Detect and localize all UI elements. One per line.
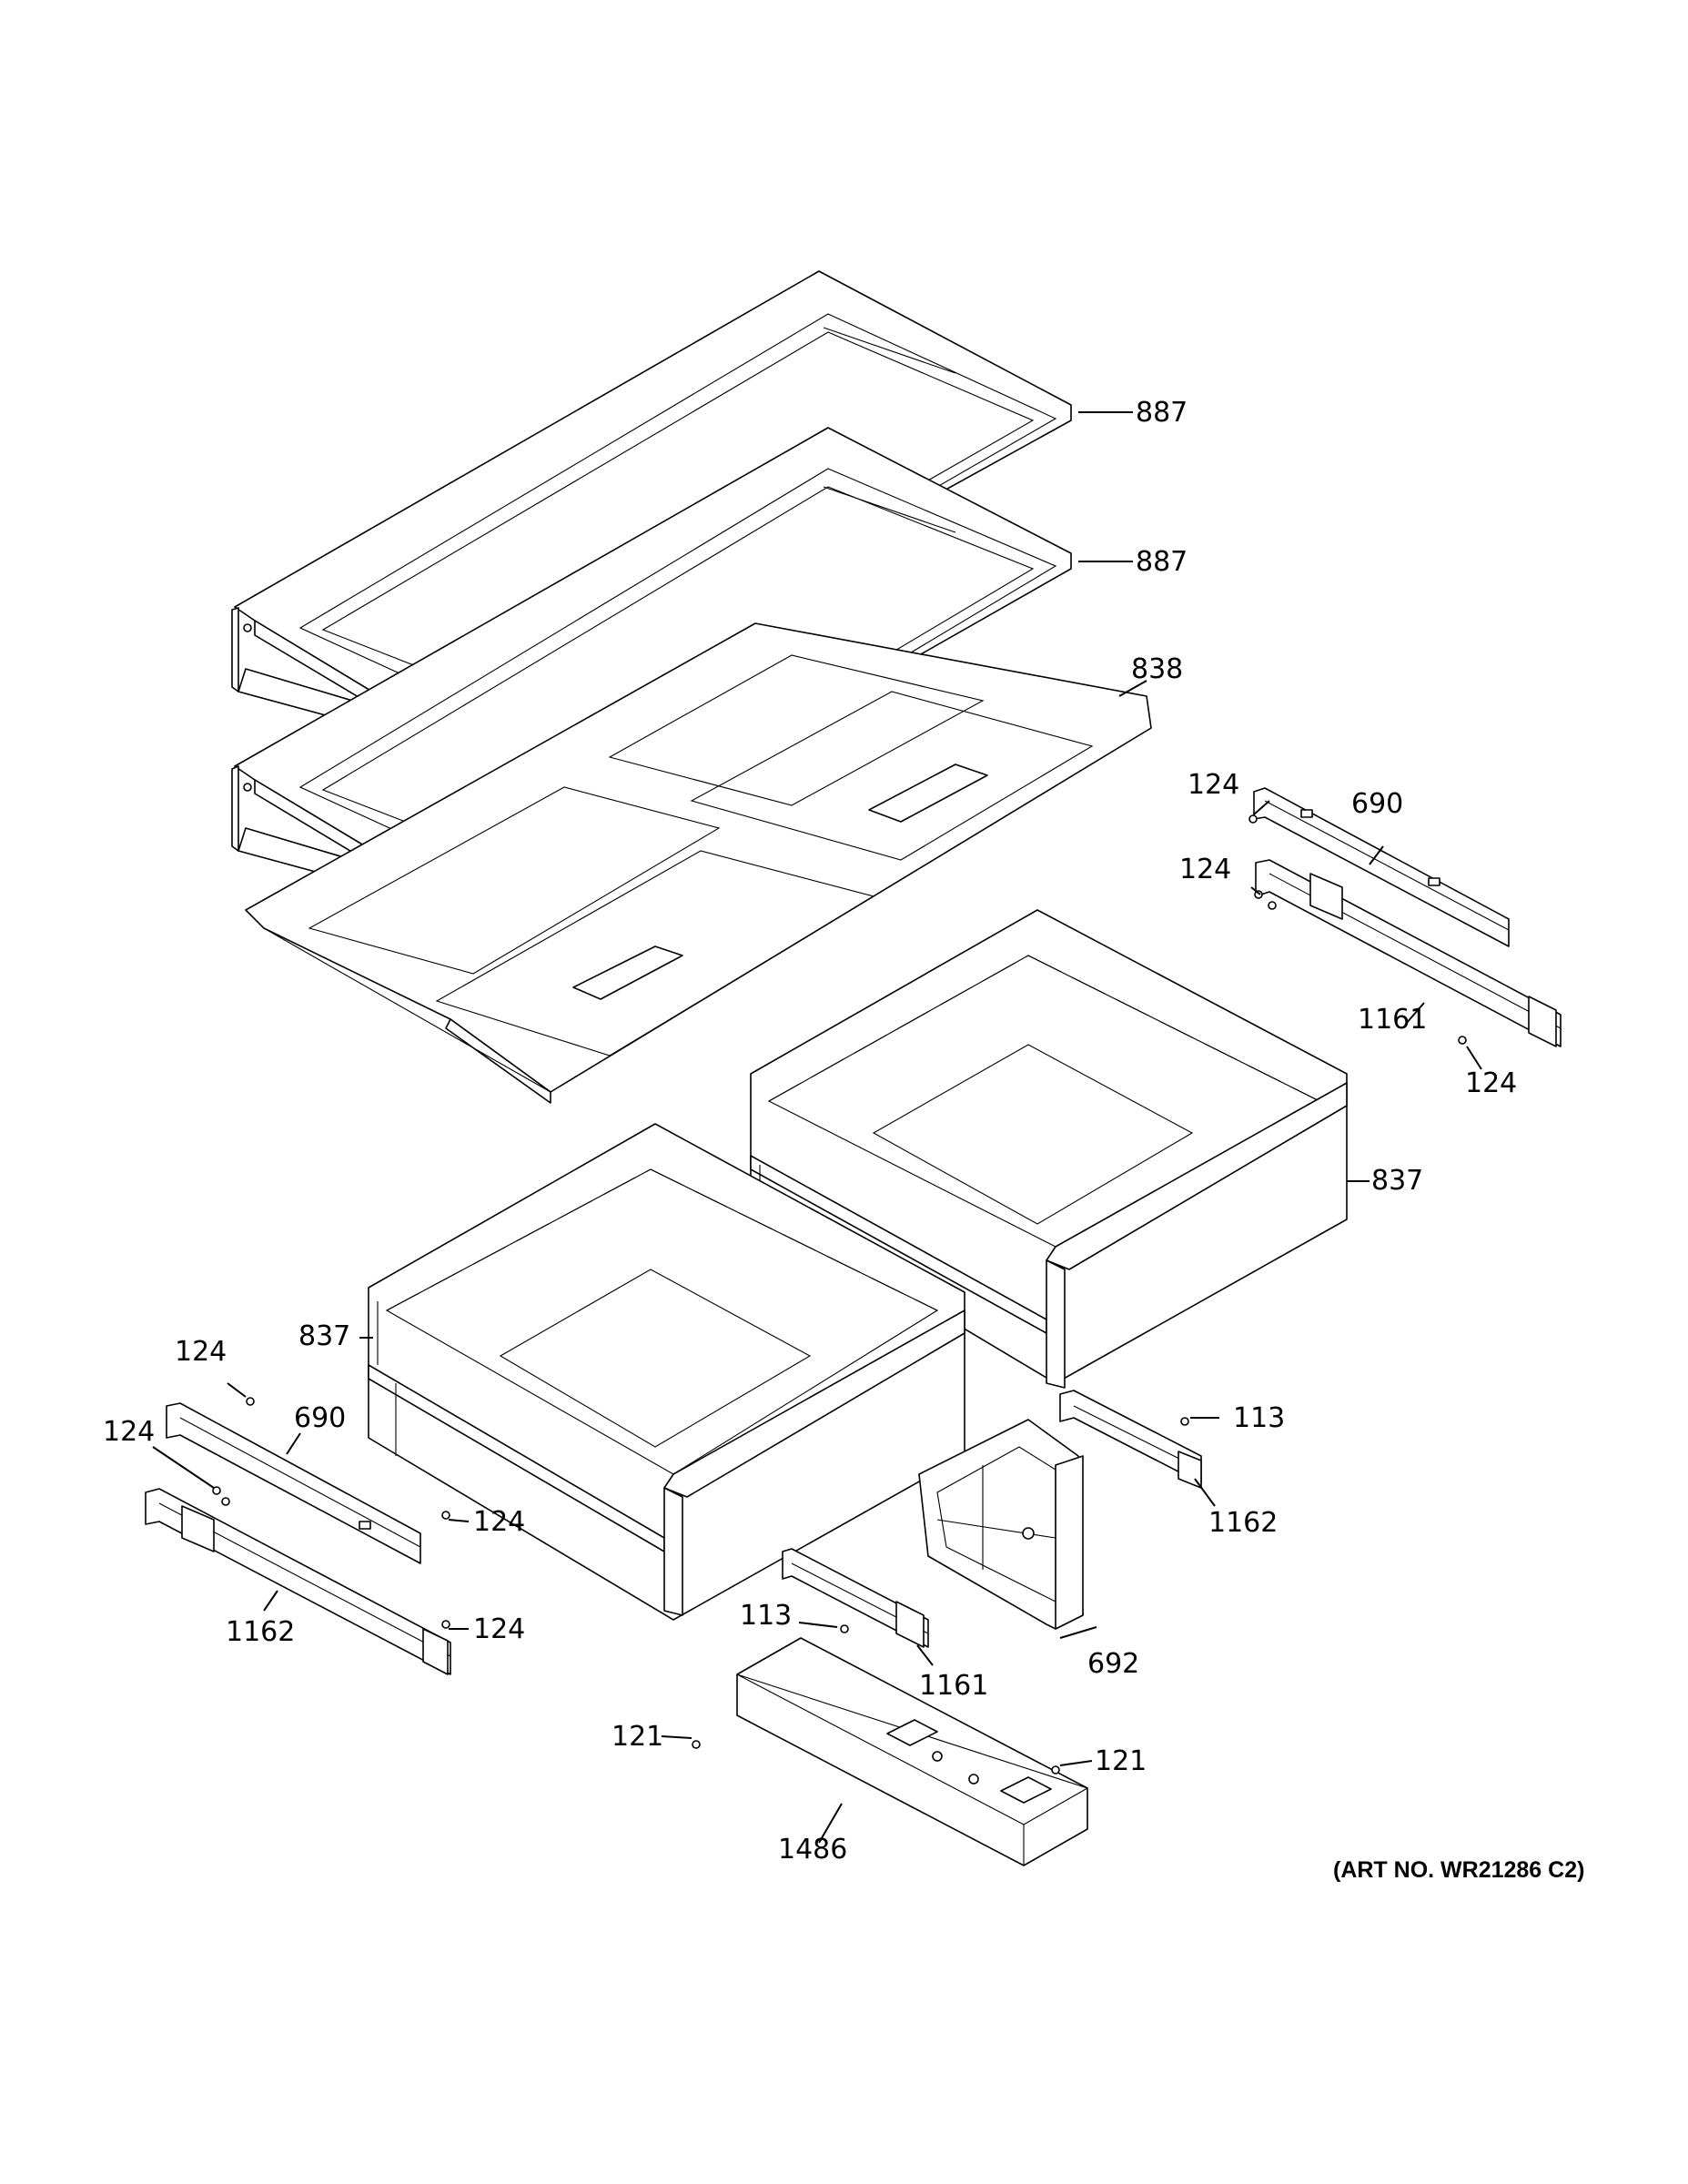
callout-1162-left: 1162: [226, 1616, 295, 1648]
screw-icon: [221, 1497, 230, 1506]
screw-icon: [212, 1486, 221, 1495]
callout-887-second: 887: [1136, 546, 1188, 578]
screw-icon: [441, 1620, 450, 1629]
screw-icon: [1458, 1036, 1467, 1045]
screw-icon: [1051, 1765, 1060, 1774]
callout-124: 124: [1179, 854, 1231, 885]
callout-121-left: 121: [612, 1721, 663, 1753]
callout-837-left: 837: [298, 1320, 350, 1352]
screw-icon: [1180, 1417, 1189, 1426]
callout-124: 124: [103, 1416, 155, 1448]
slide-1162-left: [145, 1488, 451, 1675]
callout-124: 124: [473, 1613, 525, 1645]
rail-690-left: [166, 1402, 421, 1564]
callout-1161-center: 1161: [919, 1670, 988, 1702]
callout-121-right: 121: [1095, 1745, 1147, 1777]
screw-icon: [840, 1624, 849, 1633]
callout-1162-right: 1162: [1208, 1507, 1278, 1539]
art-number: (ART NO. WR21286 C2): [1333, 1857, 1584, 1883]
screw-icons: [212, 814, 1467, 1774]
bracket-692: [918, 1419, 1084, 1630]
callout-690-left: 690: [294, 1402, 346, 1434]
callout-838: 838: [1131, 653, 1183, 685]
callout-124: 124: [473, 1506, 525, 1538]
slide-1161-right: [1255, 859, 1562, 1047]
cover-838: [245, 622, 1152, 1104]
callout-1161-right: 1161: [1358, 1004, 1427, 1036]
callout-1486: 1486: [778, 1834, 847, 1866]
leader-lines: [152, 411, 1482, 1844]
bin-837-left: [368, 1123, 965, 1621]
callout-113-center: 113: [740, 1600, 792, 1632]
callout-124: 124: [1188, 769, 1239, 801]
slide-1161-center: [782, 1548, 929, 1648]
callout-124: 124: [175, 1336, 227, 1368]
screw-icon: [246, 1397, 255, 1406]
screw-icon: [441, 1511, 450, 1520]
callout-labels: 887 887 838 124 690 124 1161 124 837 837…: [103, 397, 1584, 1883]
callout-124: 124: [1465, 1067, 1517, 1099]
screw-icon: [692, 1740, 701, 1749]
callout-113-right: 113: [1233, 1402, 1285, 1434]
callout-837-right: 837: [1371, 1165, 1423, 1197]
callout-887-top: 887: [1136, 397, 1188, 429]
screw-icon: [1268, 901, 1277, 910]
cover-1486: [736, 1637, 1089, 1866]
callout-690-right: 690: [1351, 788, 1403, 820]
callout-692: 692: [1087, 1648, 1139, 1680]
screw-icon: [1248, 814, 1258, 824]
